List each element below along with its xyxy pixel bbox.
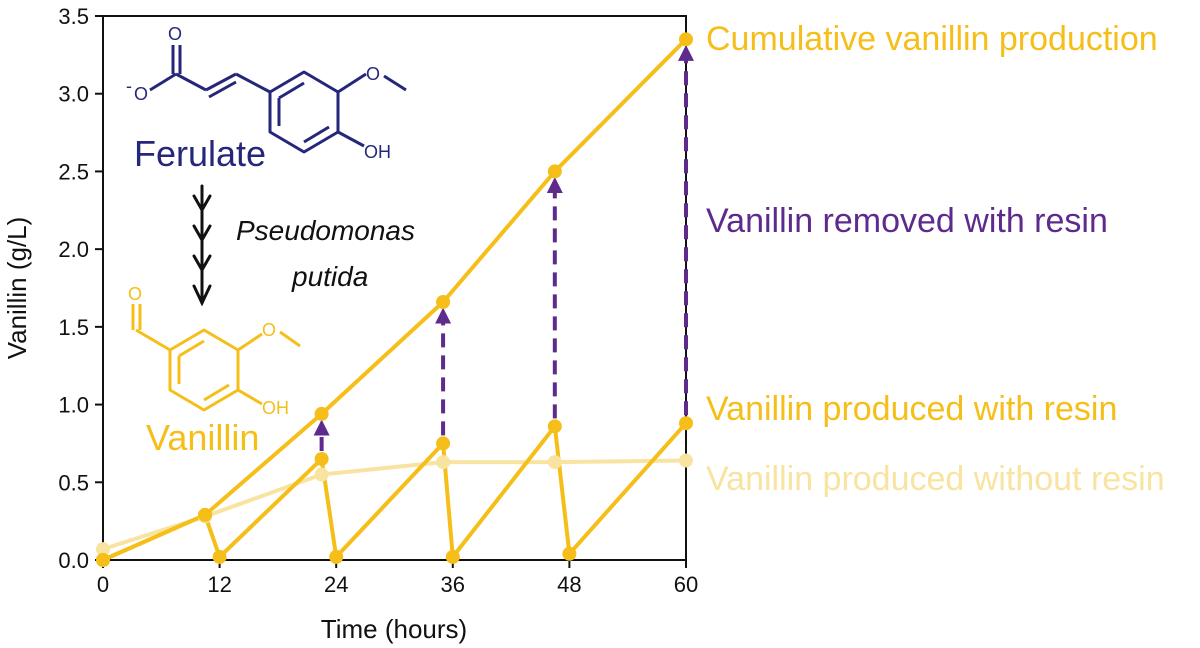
data-point-with-resin <box>212 549 227 564</box>
x-tick-label: 24 <box>324 572 348 597</box>
x-axis: 0 12 24 36 48 60 <box>97 560 698 597</box>
data-point-without-resin <box>679 453 693 468</box>
ferulate-methoxy-o: O <box>366 64 380 84</box>
points-layer <box>96 32 693 567</box>
vanillin-methoxy-o: O <box>262 320 276 340</box>
series-line-with-resin <box>102 421 688 562</box>
legend-cumulative-label: Cumulative vanillin production <box>706 20 1158 58</box>
y-tick-label: 1.5 <box>58 315 89 340</box>
data-point-without-resin <box>96 542 110 557</box>
data-point-with-resin <box>562 546 577 561</box>
x-tick-label: 12 <box>207 572 231 597</box>
ferulate-structure <box>149 45 407 154</box>
data-point-cumulative <box>547 164 562 179</box>
vanillin-oh: OH <box>262 398 289 418</box>
y-tick-label: 2.5 <box>58 159 89 184</box>
legend-without-resin-label: Vanillin produced without resin <box>706 460 1165 498</box>
ferulate-label: Ferulate <box>134 133 266 174</box>
vanillin-structure <box>131 304 301 412</box>
data-point-cumulative <box>96 553 110 567</box>
pathway-arrows <box>192 184 212 307</box>
data-point-without-resin <box>314 467 329 482</box>
data-point-without-resin <box>547 455 562 470</box>
x-tick-label: 0 <box>97 572 109 597</box>
y-tick-label: 3.0 <box>58 82 89 107</box>
data-point-with-resin <box>547 419 562 434</box>
plot-area-frame <box>102 15 687 561</box>
ferulate-carboxylate-o: O <box>134 84 148 104</box>
data-point-without-resin <box>436 455 451 470</box>
data-point-cumulative <box>436 294 451 309</box>
data-point-with-resin <box>329 549 344 564</box>
resin-arrows-layer <box>313 44 694 451</box>
y-axis-title: Vanillin (g/L) <box>2 217 32 360</box>
x-tick-label: 48 <box>557 572 581 597</box>
data-point-with-resin <box>436 436 451 451</box>
x-tick-label: 36 <box>441 572 465 597</box>
organism-name-line1: Pseudomonas <box>236 215 415 246</box>
x-axis-title: Time (hours) <box>321 614 467 644</box>
y-tick-label: 0.5 <box>58 470 89 495</box>
x-tick-label: 60 <box>674 572 698 597</box>
y-tick-label: 1.0 <box>58 393 89 418</box>
y-tick-label: 3.5 <box>58 4 89 29</box>
ferulate-carbonyl-o: O <box>168 24 182 44</box>
vanillin-label: Vanillin <box>146 417 259 458</box>
data-point-cumulative <box>198 507 213 522</box>
data-point-with-resin <box>445 549 460 564</box>
data-point-cumulative <box>314 406 329 421</box>
series-line-cumulative <box>102 37 688 562</box>
legend-with-resin-label: Vanillin produced with resin <box>706 390 1117 428</box>
ferulate-carboxylate-charge: - <box>126 76 132 96</box>
data-point-with-resin <box>314 451 329 466</box>
y-tick-label: 2.0 <box>58 237 89 262</box>
y-axis: 0.0 0.5 1.0 1.5 2.0 2.5 3.0 3.5 <box>58 4 103 573</box>
data-point-with-resin <box>679 416 693 431</box>
vanillin-carbonyl-o: O <box>128 284 142 304</box>
data-point-cumulative <box>679 32 693 47</box>
y-tick-label: 0.0 <box>58 548 89 573</box>
series-line-without-resin <box>102 458 687 552</box>
series-layer <box>102 37 688 562</box>
organism-name-line2: putida <box>291 261 368 292</box>
ferulate-oh: OH <box>364 142 391 162</box>
legend-resin-removed-label: Vanillin removed with resin <box>706 202 1108 240</box>
